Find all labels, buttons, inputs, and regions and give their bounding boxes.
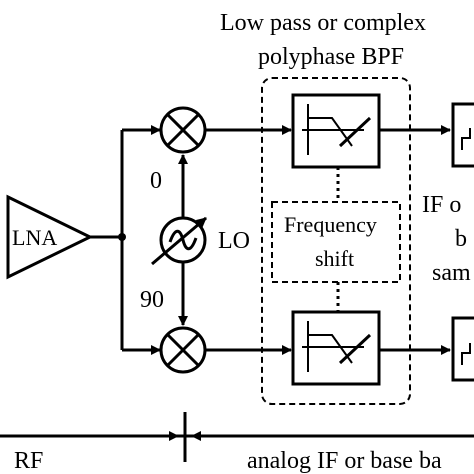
title-line-1: Low pass or complex [220,10,426,36]
amplifier-icon [6,194,94,280]
adc-q [451,316,474,382]
rf-domain-label: RF [14,448,43,474]
phase-90-label: 90 [140,287,164,313]
adc-icon [451,316,474,382]
phase-0-label: 0 [150,168,162,194]
adc-i [451,102,474,168]
frequency-shift-line-1: Frequency [284,212,377,237]
polyphase-bpf-container [261,77,411,405]
if-text-line-2: b [455,226,467,252]
local-oscillator: LO [151,216,250,266]
title-line-2: polyphase BPF [258,44,404,70]
lo-label: LO [218,228,250,254]
frequency-shift-line-2: shift [315,246,354,271]
filter-i [291,93,381,169]
filter-q [291,310,381,386]
lna-amplifier: LNA [6,194,94,280]
mixer-q [159,326,207,374]
mixer-i [159,106,207,154]
lna-label: LNA [12,225,57,250]
if-text-line-1: IF o [422,192,461,218]
analog-if-domain-label: analog IF or base ba [247,448,442,474]
adc-icon [451,102,474,168]
frequency-shift-box [271,201,401,283]
if-text-line-3: sam [432,260,471,286]
filter-icon [291,310,381,386]
